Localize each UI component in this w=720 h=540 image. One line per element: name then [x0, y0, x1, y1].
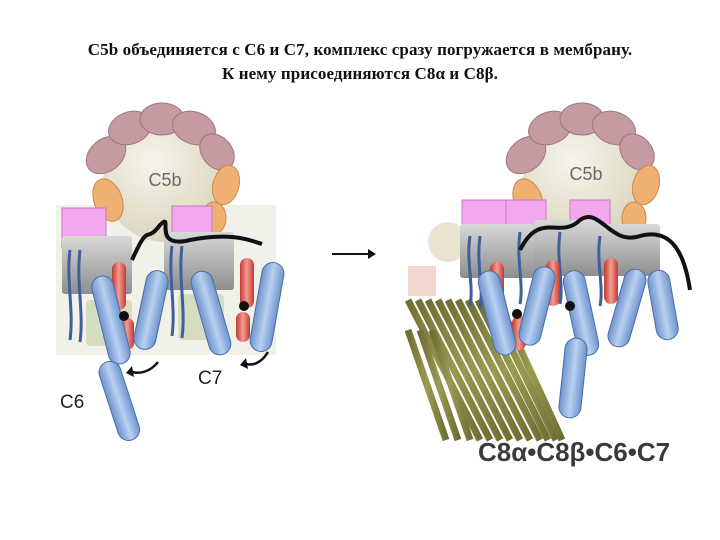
blue-helix-right-4 — [607, 268, 647, 348]
left-complex: C5b — [56, 102, 285, 441]
blue-helix-c7-2 — [249, 262, 285, 352]
black-dot-left-1 — [119, 311, 129, 321]
olive-strands-lower — [404, 328, 474, 442]
arrowhead-left-1 — [126, 366, 134, 377]
label-c7: C7 — [198, 368, 223, 389]
blue-helix-c6-tail — [98, 360, 141, 441]
label-complex: C8α•C8β•C6•C7 — [478, 437, 671, 467]
caption-line-2: К нему присоединяются С8α и С8β. — [221, 64, 499, 83]
red-helix-right-3 — [604, 258, 618, 304]
label-c6: C6 — [60, 392, 85, 413]
red-helix-left-2 — [240, 258, 254, 308]
blue-helix-right-2 — [518, 266, 556, 346]
c5b-beads-left — [85, 102, 235, 175]
blue-helix-c6-2 — [133, 270, 169, 350]
c5b-body-right — [523, 118, 647, 242]
side-block-pink — [408, 266, 436, 296]
side-globule — [428, 222, 468, 262]
transition-arrow — [332, 249, 376, 259]
black-dot-right-1 — [512, 309, 522, 319]
blue-strands-right — [467, 231, 603, 309]
red-helix-left-4 — [236, 312, 250, 342]
black-dot-right-2 — [565, 301, 575, 311]
blue-helix-right-3 — [562, 270, 600, 356]
black-linker-left — [130, 219, 263, 261]
c5b-label-left: C5b — [148, 170, 181, 190]
arrowhead-left-2 — [240, 358, 248, 369]
blue-helix-right-1 — [477, 270, 517, 356]
black-dot-left-2 — [239, 301, 249, 311]
blue-helix-c7-1 — [190, 270, 232, 356]
caption-line-1: C5b объединяется с С6 и С7, комплекс сра… — [87, 40, 633, 59]
blue-helix-right-5 — [647, 269, 679, 341]
blue-strands-left — [67, 245, 185, 343]
right-complex: C5b — [404, 102, 692, 442]
c5b-beads-right — [505, 102, 655, 175]
curved-arrows-left — [131, 351, 270, 374]
black-linker-right — [518, 215, 692, 291]
c5b-label-right: C5b — [569, 164, 602, 184]
blue-helix-right-tail — [558, 337, 588, 419]
